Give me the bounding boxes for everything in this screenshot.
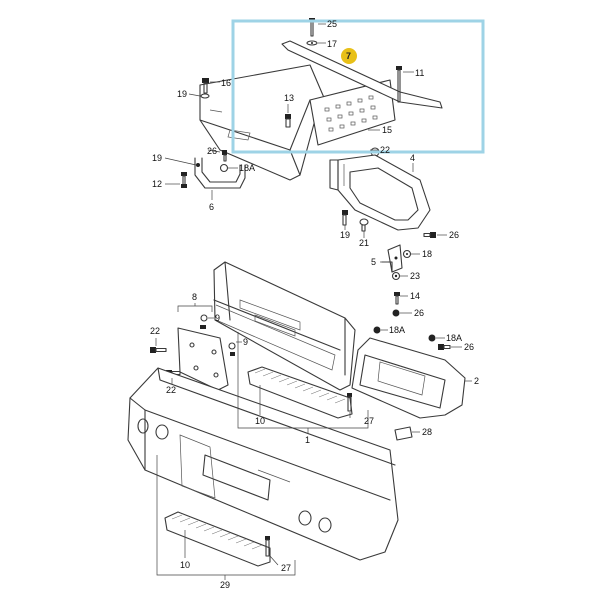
- label-10-b: 10: [180, 560, 190, 570]
- label-5: 5: [371, 257, 376, 267]
- nut-18a-a: [219, 163, 229, 173]
- label-9-b: 9: [243, 337, 248, 347]
- hole-grid: [324, 95, 378, 132]
- label-6: 6: [209, 202, 214, 212]
- label-19-a: 19: [177, 89, 187, 99]
- label-13: 13: [284, 93, 294, 103]
- bracket-part-5: [381, 244, 403, 273]
- front-bumper-shell: [127, 367, 399, 561]
- label-25: 25: [327, 19, 337, 29]
- label-17: 17: [327, 39, 337, 49]
- plate-bracket-part-8: [177, 327, 229, 391]
- label-10-a: 10: [255, 416, 265, 426]
- label-26-b: 26: [449, 230, 459, 240]
- label-16: 16: [221, 78, 231, 88]
- step-part-10b: [164, 511, 271, 567]
- label-27-b: 27: [281, 563, 291, 573]
- washer-19a: [200, 93, 210, 99]
- label-27-a: 27: [364, 416, 374, 426]
- bolt-13: [285, 114, 291, 128]
- label-22-b: 22: [150, 326, 160, 336]
- highlight-marker: [341, 48, 357, 64]
- label-12: 12: [152, 179, 162, 189]
- nut-26c: [392, 309, 400, 317]
- label-11: 11: [415, 68, 424, 78]
- label-26-c: 26: [414, 308, 424, 318]
- bolt-16: [202, 78, 209, 94]
- cover-part-28: [394, 426, 413, 441]
- step-part-10a: [247, 366, 353, 419]
- label-7: 7: [346, 51, 351, 61]
- headlamp-housing-part-4: [329, 154, 431, 232]
- rail-part-7: [281, 40, 443, 109]
- label-28: 28: [422, 427, 432, 437]
- label-23: 23: [410, 271, 420, 281]
- bolt-14: [394, 292, 400, 305]
- crossmember-assembly: [199, 18, 443, 181]
- label-15: 15: [382, 125, 392, 135]
- label-1: 1: [305, 435, 310, 445]
- label-18a-c: 18A: [446, 333, 462, 343]
- bracket-part-6: [181, 157, 246, 189]
- bolt-26d: [438, 344, 451, 350]
- label-21: 21: [359, 238, 369, 248]
- label-18a-b: 18A: [389, 325, 405, 335]
- label-26-a: 26: [207, 146, 217, 156]
- label-4: 4: [410, 153, 415, 163]
- part-number-labels: 25 17 7 11 16 19 13 15 22 26 18A 19 12 6…: [150, 19, 479, 590]
- nut-18a-c: [428, 334, 436, 342]
- screw-9a: [200, 314, 208, 329]
- label-19-c: 19: [340, 230, 350, 240]
- washer-17: [306, 40, 318, 46]
- label-29: 29: [220, 580, 230, 590]
- label-9-a: 9: [215, 313, 220, 323]
- leader-lines: [155, 23, 472, 580]
- bolt-22b: [150, 347, 167, 353]
- label-22-c: 22: [166, 385, 176, 395]
- grille-panel: [213, 261, 356, 391]
- nut-18a-b: [373, 326, 381, 334]
- corner-bumper-part-2: [351, 337, 466, 419]
- label-22-a: 22: [380, 145, 390, 155]
- label-26-d: 26: [464, 342, 474, 352]
- label-2: 2: [474, 376, 479, 386]
- bolt-26a: [222, 150, 227, 162]
- nut-18: [402, 249, 412, 259]
- label-8: 8: [192, 292, 197, 302]
- nut-23: [391, 271, 401, 281]
- screw-9b: [228, 342, 236, 356]
- label-19-b: 19: [152, 153, 162, 163]
- bolt-11: [396, 66, 402, 103]
- label-18: 18: [422, 249, 432, 259]
- bolt-26b: [423, 232, 436, 238]
- highlight-box: [231, 19, 485, 154]
- label-18a-a: 18A: [239, 163, 255, 173]
- label-14: 14: [410, 291, 420, 301]
